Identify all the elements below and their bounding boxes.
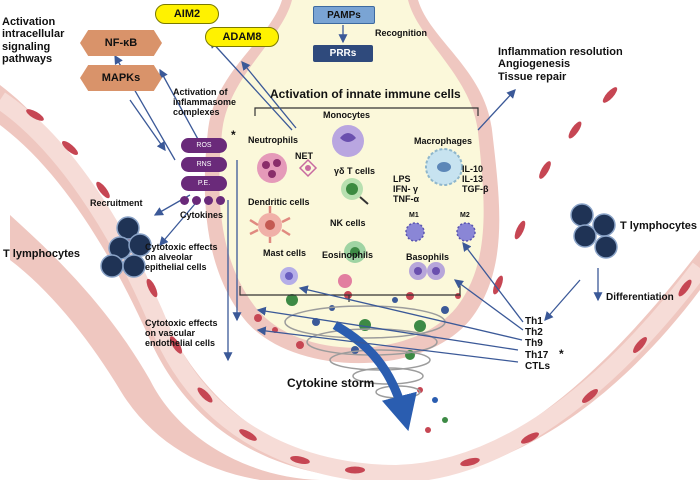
macrophage-m0-icon: [425, 148, 463, 186]
cytotoxic-alveolar-label: Cytotoxic effects on alveolar epithelial…: [145, 242, 218, 273]
vessel-wall: [0, 85, 700, 480]
red-blood-cell: [62, 141, 78, 155]
neutrophil-icon: [257, 153, 287, 183]
macrophages-label: Macrophages: [414, 136, 473, 146]
rns-pill: RNS: [181, 157, 227, 172]
red-blood-cell: [602, 87, 618, 103]
basophil-icon: [409, 262, 445, 280]
alveolus-space: [219, 0, 484, 348]
recruitment-label: Recruitment: [90, 198, 143, 208]
red-blood-cell: [26, 109, 44, 121]
aim2-pill: AIM2: [155, 4, 219, 24]
blood-vessel: [0, 85, 700, 480]
pe-pill: P.E.: [181, 176, 227, 191]
dendritic-cells-label: Dendritic cells: [248, 197, 310, 207]
mast-cell-icon: [280, 267, 298, 285]
t-lymphocytes-right-cluster: [570, 203, 618, 259]
nk-cells-label: NK cells: [330, 218, 366, 228]
red-blood-cell: [239, 429, 257, 441]
gd-t-cells-label: γδ T cells: [334, 166, 375, 176]
neutrophils-label: Neutrophils: [248, 135, 299, 145]
mapks-hexagon: MAPKs: [80, 65, 162, 91]
red-blood-cell: [96, 181, 110, 199]
nk-cell-icon: [344, 241, 366, 263]
cytokine-storm-arrow: [332, 321, 417, 432]
vessel-wall-lower: [10, 215, 320, 480]
red-blood-cell: [582, 389, 598, 403]
th17-asterisk: *: [559, 347, 564, 361]
cytokine-storm-label: Cytokine storm: [287, 376, 375, 390]
dendritic-cell-icon: [249, 206, 291, 243]
vessel-lumen: [0, 92, 700, 480]
m1-label: M1: [409, 212, 419, 219]
m2-label: M2: [460, 212, 470, 219]
cytotoxic-vascular-label: Cytotoxic effects on vascular endothelia…: [145, 318, 218, 349]
red-blood-cell: [633, 337, 647, 353]
cytokine-dots: [178, 196, 234, 206]
prrs-box: PRRs: [313, 45, 373, 62]
cytokine-dot: [180, 196, 189, 205]
macrophage-m2-icon: [456, 222, 476, 242]
activation-innate-title: Activation of innate immune cells: [270, 87, 461, 101]
red-blood-cell: [568, 121, 582, 139]
red-blood-cell: [345, 466, 365, 474]
activation-inflammasome-label: Activation of inflammasome complexes: [173, 87, 237, 118]
adam8-pill: ADAM8: [205, 27, 279, 47]
recognition-label: Recognition: [375, 28, 427, 38]
th-subsets-label: Th1 Th2 Th9 Th17 CTLs: [525, 316, 550, 372]
t-lymphocytes-right-label: T lymphocytes: [620, 220, 698, 232]
cytokine-dot: [192, 196, 201, 205]
mast-cells-label: Mast cells: [263, 248, 307, 258]
red-blood-cell: [197, 387, 213, 403]
cytokines-label: Cytokines: [180, 210, 224, 220]
nf-kb-hexagon: NF-κB: [80, 30, 162, 56]
t-lymphocytes-left-label: T lymphocytes: [3, 248, 81, 260]
red-blood-cell: [493, 275, 503, 295]
t-lymphocytes-left-cluster: [100, 216, 152, 278]
net-icon: [298, 158, 318, 178]
basophils-label: Basophils: [406, 252, 450, 262]
red-blood-cell: [290, 455, 310, 465]
red-blood-cell: [169, 336, 183, 354]
red-blood-cell: [460, 457, 480, 467]
red-blood-cell: [678, 279, 692, 297]
cytokine-dot: [216, 196, 225, 205]
gd-t-cell-icon: [341, 178, 369, 205]
m2-stimuli-label: IL-10 IL-13 TGF-β: [462, 164, 489, 195]
activation-intracellular-label: Activation intracellular signaling pathw…: [2, 16, 65, 65]
pamps-box: PAMPs: [313, 6, 375, 24]
innate-bracket: [239, 107, 479, 302]
monocytes-label: Monocytes: [323, 110, 371, 120]
cytokine-dot: [204, 196, 213, 205]
eosinophil-icon: [338, 274, 352, 288]
eosinophils-label: Eosinophils: [322, 250, 374, 260]
inflammation-resolution-label: Inflammation resolution Angiogenesis Tis…: [498, 46, 623, 83]
differentiation-label: Differentiation: [606, 292, 674, 303]
m1-stimuli-label: LPS IFN- γ TNF-α: [393, 174, 420, 205]
ros-pill: ROS: [181, 138, 227, 153]
arrows: [114, 25, 603, 363]
macrophage-m1-icon: [405, 222, 425, 242]
cytokine-particles: [254, 291, 461, 433]
net-label: NET: [295, 151, 313, 161]
inflammasome-asterisk: *: [231, 128, 236, 142]
red-blood-cell: [514, 220, 526, 240]
red-blood-cell: [146, 278, 158, 298]
red-blood-cell: [539, 161, 551, 179]
monocyte-icon: [332, 125, 364, 157]
immune-cells: [249, 125, 476, 288]
red-blood-cell: [521, 432, 539, 444]
